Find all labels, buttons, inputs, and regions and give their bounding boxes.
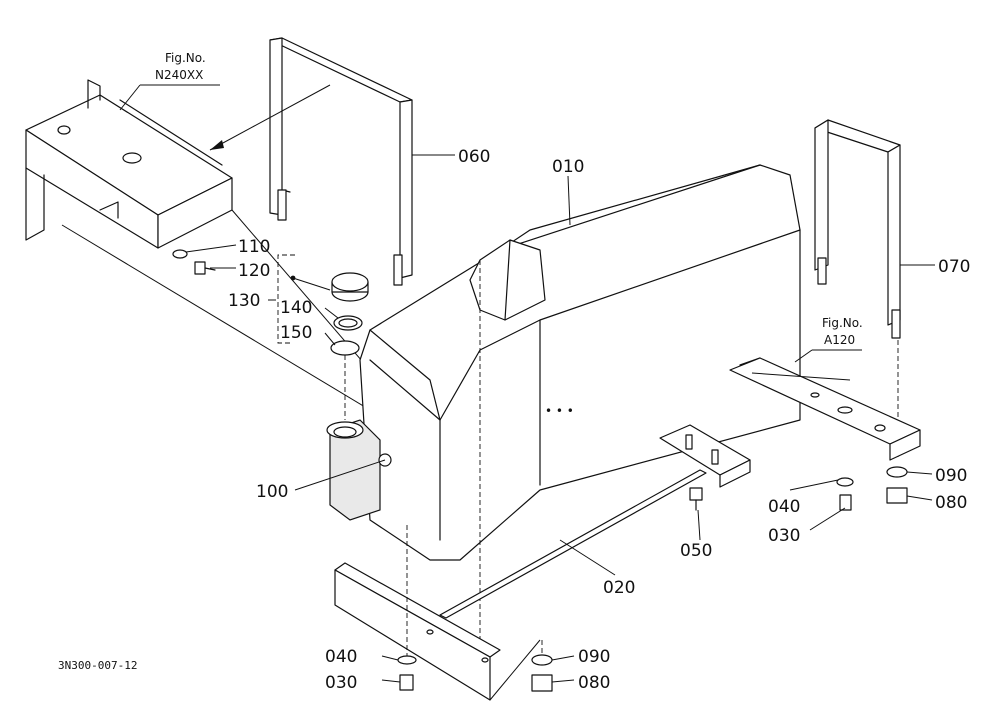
hardware-bottom	[397, 525, 553, 692]
ref-n240xx-line2: N240XX	[155, 68, 203, 82]
callout-030-bottom: 030	[325, 673, 357, 693]
bottom-bracket	[334, 562, 541, 701]
callout-040-right: 040	[768, 497, 800, 517]
ref-a120-line1: Fig.No.	[822, 316, 863, 330]
callout-090-right: 090	[935, 466, 967, 486]
ref-n240xx-line1: Fig.No.	[165, 51, 206, 65]
callout-080-right: 080	[935, 493, 967, 513]
svg-text:• • •: • • •	[545, 404, 574, 418]
callout-020: 020	[603, 578, 635, 598]
callout-120: 120	[238, 261, 270, 281]
hardware-right	[836, 466, 908, 511]
drawing-number: 3N300-007-12	[58, 659, 137, 672]
callout-070: 070	[938, 257, 970, 277]
callout-060: 060	[458, 147, 490, 167]
callout-130: 130	[228, 291, 260, 311]
fuel-tank-010: • • •	[326, 164, 801, 680]
callout-090-bottom: 090	[578, 647, 610, 667]
callout-010: 010	[552, 157, 584, 177]
callout-030-right: 030	[768, 526, 800, 546]
frame-bracket-a120	[729, 357, 921, 461]
callout-040-bottom: 040	[325, 647, 357, 667]
callout-150: 150	[280, 323, 312, 343]
bolt-110-120	[172, 249, 216, 275]
hold-down-rod-020	[439, 424, 751, 619]
callout-050: 050	[680, 541, 712, 561]
callout-080-bottom: 080	[578, 673, 610, 693]
ref-a120-line2: A120	[824, 333, 855, 347]
callout-110: 110	[238, 237, 270, 257]
strap-060	[209, 37, 413, 286]
callout-100: 100	[256, 482, 288, 502]
filler-cap-group	[277, 254, 369, 420]
callout-140: 140	[280, 298, 312, 318]
leader-lines	[119, 84, 935, 683]
